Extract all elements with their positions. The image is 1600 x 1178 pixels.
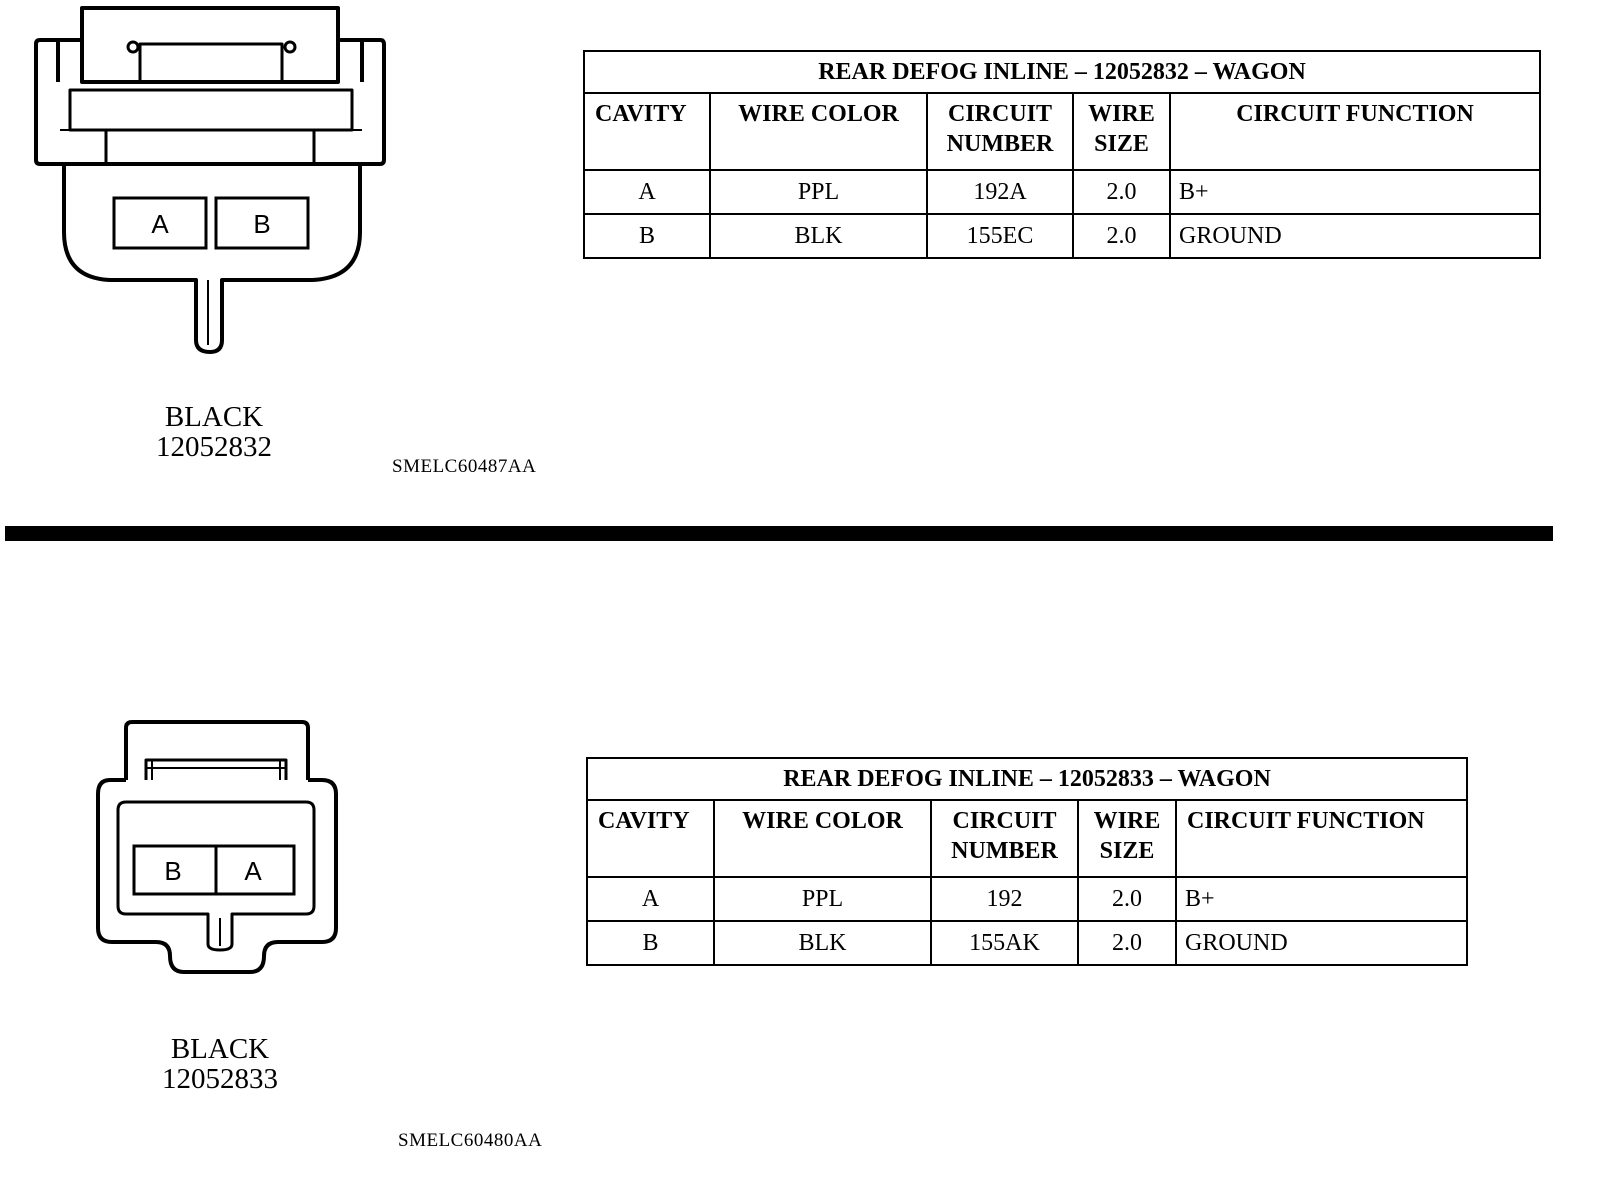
cell-circuit-number: 192 (930, 876, 1079, 922)
section-divider (5, 526, 1553, 541)
cell-circuit-number: 192A (926, 169, 1074, 215)
header-circuit-number: CIRCUIT NUMBER (926, 92, 1074, 171)
cell-wire-color: BLK (713, 920, 932, 966)
header-cavity: CAVITY (586, 799, 715, 878)
figure-code: SMELC60480AA (398, 1130, 543, 1151)
cavity-a-box (214, 844, 296, 896)
cell-wire-size: 2.0 (1072, 169, 1171, 215)
header-line: CIRCUIT (952, 808, 1057, 834)
header-circuit-number: CIRCUIT NUMBER (930, 799, 1079, 878)
header-cavity: CAVITY (583, 92, 711, 171)
connector-label: BLACK 12052832 (94, 402, 334, 462)
cell-cavity: A (586, 876, 715, 922)
connector-part-number: 12052832 (156, 431, 272, 463)
header-line: WIRE (1093, 808, 1161, 834)
table-row: A PPL 192A 2.0 B+ (583, 169, 1541, 215)
cell-wire-color: BLK (709, 213, 928, 259)
header-wire-color: WIRE COLOR (713, 799, 932, 878)
cell-function: B+ (1175, 876, 1468, 922)
cell-cavity: B (586, 920, 715, 966)
header-wire-size: WIRE SIZE (1072, 92, 1171, 171)
cavity-label: B (253, 209, 270, 239)
header-wire-color: WIRE COLOR (709, 92, 928, 171)
cavity-b-box (214, 196, 310, 250)
table-row: A PPL 192 2.0 B+ (586, 876, 1468, 922)
cell-wire-color: PPL (713, 876, 932, 922)
cell-circuit-number: 155EC (926, 213, 1074, 259)
cell-function: GROUND (1169, 213, 1541, 259)
header-line: NUMBER (951, 838, 1058, 864)
table-title: REAR DEFOG INLINE – 12052832 – WAGON (583, 50, 1541, 94)
connector-color: BLACK (170, 1033, 270, 1065)
cell-wire-size: 2.0 (1077, 920, 1177, 966)
connector-color: BLACK (164, 401, 264, 433)
cell-function: GROUND (1175, 920, 1468, 966)
connector-diagram-12052833: B A (96, 720, 338, 974)
header-line: WIRE (1088, 101, 1155, 127)
pinout-table: REAR DEFOG INLINE – 12052832 – WAGON CAV… (583, 50, 1541, 259)
header-circuit-function: CIRCUIT FUNCTION (1175, 799, 1468, 878)
table-row: B BLK 155EC 2.0 GROUND (583, 213, 1541, 259)
cavity-label: B (164, 856, 181, 886)
header-line: NUMBER (946, 131, 1054, 157)
connector-part-number: 12052833 (162, 1063, 278, 1095)
header-circuit-function: CIRCUIT FUNCTION (1169, 92, 1541, 171)
table-row: B BLK 155AK 2.0 GROUND (586, 920, 1468, 966)
cell-wire-size: 2.0 (1077, 876, 1177, 922)
connector-diagram-12052832: A B (34, 6, 386, 354)
cell-cavity: B (583, 213, 711, 259)
cell-cavity: A (583, 169, 711, 215)
cell-wire-color: PPL (709, 169, 928, 215)
header-line: CIRCUIT (947, 101, 1052, 127)
table-title: REAR DEFOG INLINE – 12052833 – WAGON (586, 757, 1468, 801)
connector-label: BLACK 12052833 (100, 1034, 340, 1094)
header-line: SIZE (1094, 131, 1149, 157)
pinout-table: REAR DEFOG INLINE – 12052833 – WAGON CAV… (586, 757, 1468, 966)
cavity-a-box (112, 196, 208, 250)
cell-circuit-number: 155AK (930, 920, 1079, 966)
cavity-label: A (151, 209, 169, 239)
cavity-label: A (244, 856, 262, 886)
header-wire-size: WIRE SIZE (1077, 799, 1177, 878)
header-line: SIZE (1099, 838, 1155, 864)
figure-code: SMELC60487AA (392, 456, 537, 477)
cell-function: B+ (1169, 169, 1541, 215)
cell-wire-size: 2.0 (1072, 213, 1171, 259)
